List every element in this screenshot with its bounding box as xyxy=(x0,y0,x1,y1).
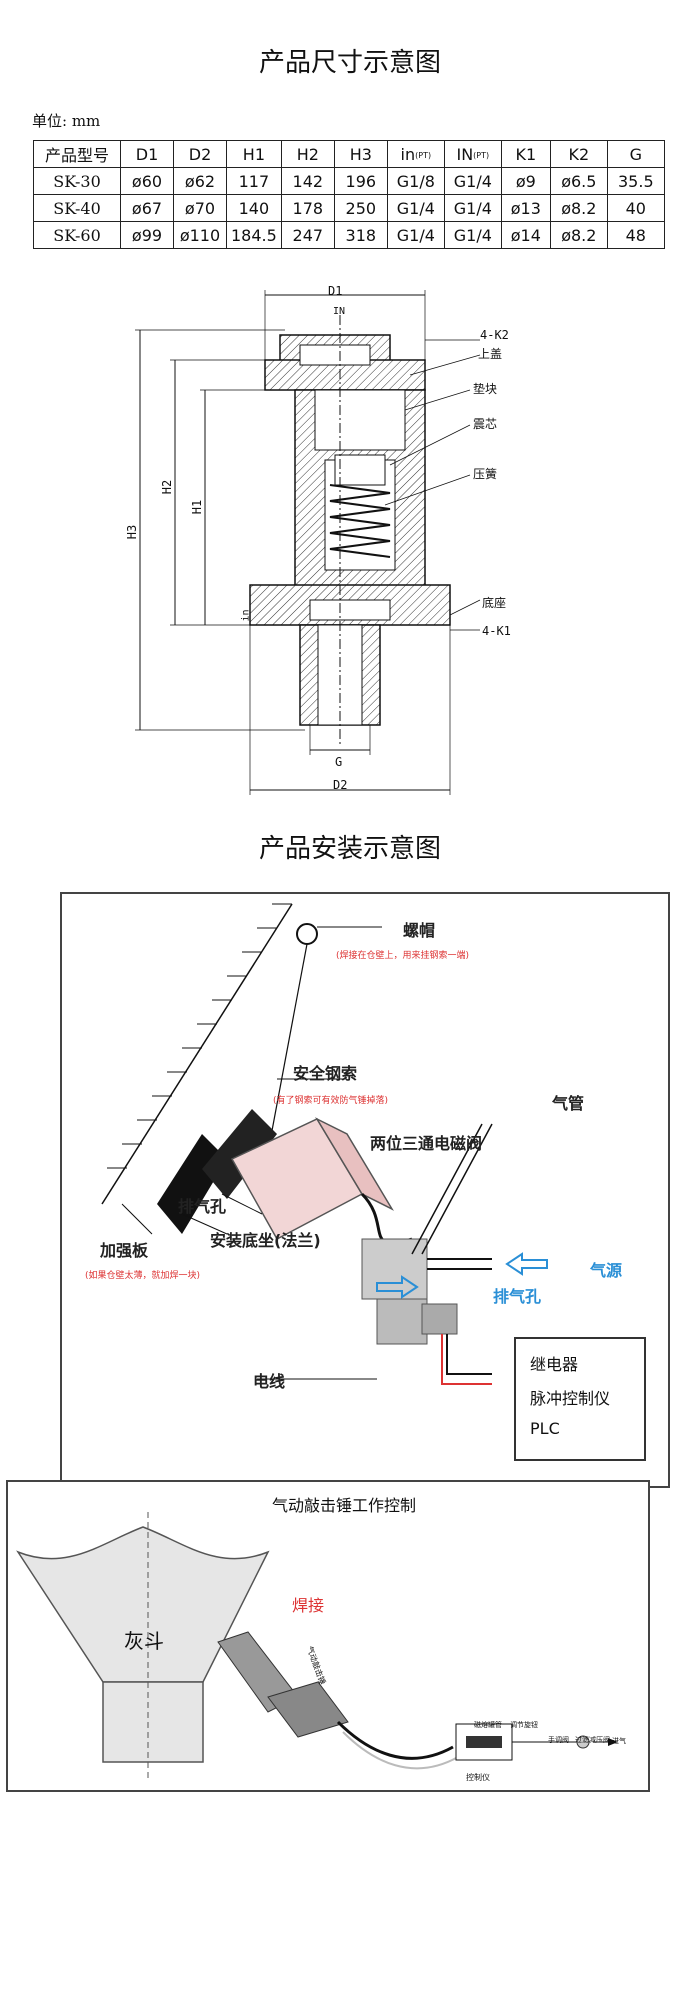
label-g: G xyxy=(335,755,343,769)
label-spring: 压簧 xyxy=(473,467,498,481)
label-block: 垫块 xyxy=(473,382,498,396)
install-drawing xyxy=(101,903,548,1385)
install-title: 产品安装示意图 xyxy=(258,834,441,864)
label-cl-4: 进气 xyxy=(612,1737,626,1745)
label-valve: 两位三通电磁阀 xyxy=(370,1134,483,1153)
label-hopper: 灰斗 xyxy=(124,1629,164,1653)
table-cell: ø9 xyxy=(500,167,551,195)
label-cl-2: 手调阀 xyxy=(548,1736,569,1744)
table-cell: ø110 xyxy=(173,221,227,249)
label-wire: 电线 xyxy=(253,1372,286,1391)
label-cl-3: 过滤减压阀 xyxy=(575,1736,610,1744)
table-cell: ø8.2 xyxy=(549,194,608,222)
label-d2: D2 xyxy=(333,778,348,792)
label-h1: H1 xyxy=(190,499,205,515)
label-d1: D1 xyxy=(328,284,343,298)
table-cell: SK-60 xyxy=(33,221,121,249)
control-title: 气动敲击锤工作控制 xyxy=(272,1496,417,1515)
label-h2: H2 xyxy=(160,479,175,495)
header-h3: H3 xyxy=(333,140,388,168)
label-IN: IN xyxy=(333,306,346,317)
label-plate: 加强板 xyxy=(100,1241,149,1260)
table-cell: 48 xyxy=(606,221,665,249)
table-cell: ø13 xyxy=(500,194,551,222)
header-d1: D1 xyxy=(120,140,174,168)
table-cell: SK-30 xyxy=(33,167,121,195)
control-drawing xyxy=(16,1512,618,1782)
table-cell: G1/4 xyxy=(443,194,502,222)
table-cell: ø6.5 xyxy=(549,167,608,195)
table-cell: 250 xyxy=(333,194,388,222)
label-controller: 控制仪 xyxy=(466,1773,490,1782)
label-exhaust: 排气孔 xyxy=(493,1287,542,1306)
table-cell: 184.5 xyxy=(226,221,282,249)
table-cell: ø70 xyxy=(173,194,227,222)
header-in: in(PT) xyxy=(386,140,445,168)
spec-table: 产品型号 D1 D2 H1 H2 H3 in(PT) IN(PT) K1 K2 … xyxy=(33,140,665,249)
table-cell: ø67 xyxy=(120,194,174,222)
table-header-row: 产品型号 D1 D2 H1 H2 H3 in(PT) IN(PT) K1 K2 … xyxy=(33,140,665,168)
label-4k2: 4-K2 xyxy=(480,328,509,342)
header-h2: H2 xyxy=(280,140,335,168)
label-cable-note: (有了钢索可有效防气锤掉落) xyxy=(273,1096,389,1106)
table-cell: G1/4 xyxy=(386,194,445,222)
table-cell: G1/4 xyxy=(386,221,445,249)
ctrl-plc: PLC xyxy=(530,1419,560,1438)
table-cell: 178 xyxy=(280,194,335,222)
label-air-pipe: 气管 xyxy=(552,1094,585,1113)
table-cell: SK-40 xyxy=(33,194,121,222)
header-model: 产品型号 xyxy=(33,140,121,168)
label-cl-1: 调节旋钮 xyxy=(510,1721,538,1729)
header-k2: K2 xyxy=(549,140,608,168)
table-cell: ø14 xyxy=(500,221,551,249)
label-cover: 上盖 xyxy=(478,347,503,361)
label-nut: 螺帽 xyxy=(403,921,436,940)
table-cell: ø60 xyxy=(120,167,174,195)
table-cell: 40 xyxy=(606,194,665,222)
label-weld: 焊接 xyxy=(292,1596,325,1615)
table-cell: G1/4 xyxy=(443,167,502,195)
table-cell: ø62 xyxy=(173,167,227,195)
table-cell: 35.5 xyxy=(606,167,665,195)
label-install-base: 安装底坐(法兰) xyxy=(210,1231,321,1250)
label-exhaust-hole: 排气孔 xyxy=(178,1197,227,1216)
table-cell: G1/8 xyxy=(386,167,445,195)
table-cell: ø99 xyxy=(120,221,174,249)
header-IN: IN(PT) xyxy=(443,140,502,168)
label-cl-0: 磁熔罐管 xyxy=(474,1721,502,1729)
table-cell: ø8.2 xyxy=(549,221,608,249)
label-h3: H3 xyxy=(125,524,140,540)
table-cell: 140 xyxy=(226,194,282,222)
label-base: 底座 xyxy=(482,596,507,610)
table-cell: 318 xyxy=(333,221,388,249)
ctrl-relay: 继电器 xyxy=(530,1355,579,1374)
label-air-source: 气源 xyxy=(590,1261,623,1280)
table-cell: 247 xyxy=(280,221,335,249)
header-g: G xyxy=(606,140,665,168)
label-nut-note: (焊接在仓壁上，用来挂钢索一端) xyxy=(336,951,470,961)
label-plate-note: (如果仓壁太薄，就加焊一块) xyxy=(85,1271,201,1281)
cross-section-drawing xyxy=(135,290,481,795)
header-d2: D2 xyxy=(173,140,227,168)
controller-box: 继电器 脉冲控制仪 PLC xyxy=(514,1337,646,1461)
table-cell: 196 xyxy=(333,167,388,195)
table-cell: 117 xyxy=(226,167,282,195)
unit-label: 单位: mm xyxy=(32,112,101,130)
label-in: in xyxy=(240,609,252,622)
header-k1: K1 xyxy=(500,140,551,168)
table-cell: G1/4 xyxy=(443,221,502,249)
dimension-title: 产品尺寸示意图 xyxy=(258,48,441,78)
label-4k1: 4-K1 xyxy=(482,624,511,638)
ctrl-pulse: 脉冲控制仪 xyxy=(530,1389,611,1408)
label-cable: 安全钢索 xyxy=(293,1064,358,1083)
label-core: 震芯 xyxy=(473,417,498,431)
table-cell: 142 xyxy=(280,167,335,195)
header-h1: H1 xyxy=(226,140,282,168)
